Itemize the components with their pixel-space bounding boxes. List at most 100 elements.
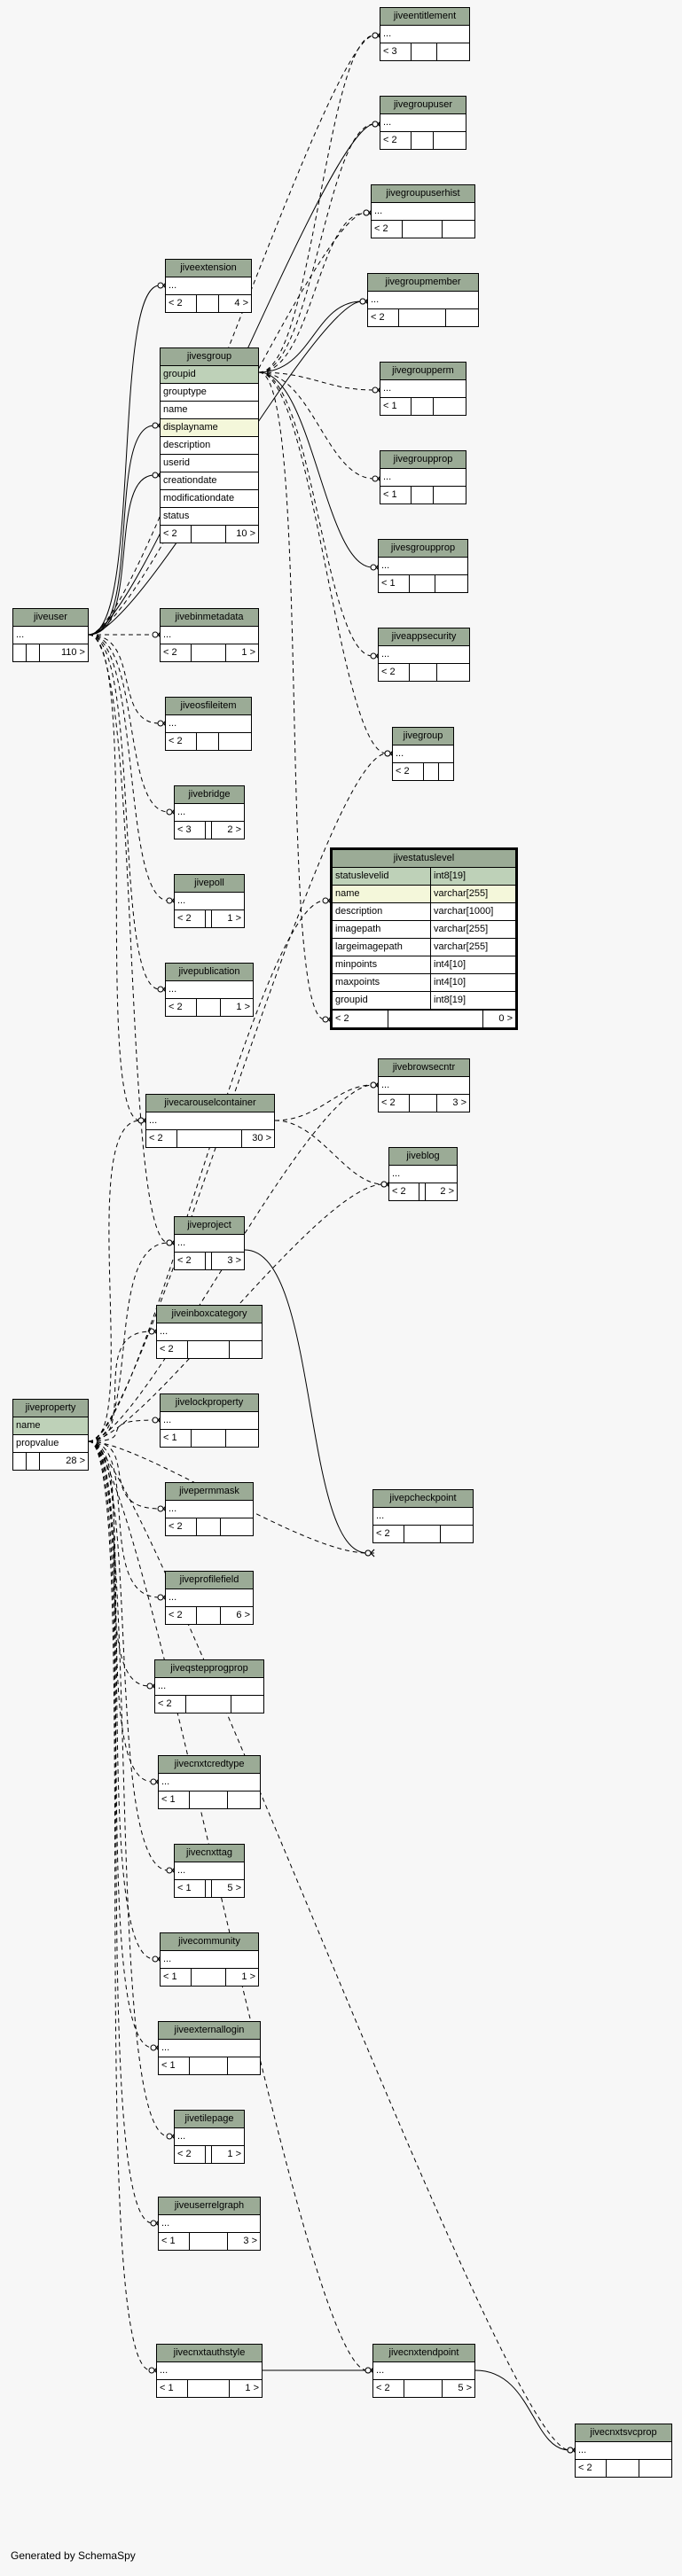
table-name: jiveuserrelgraph bbox=[159, 2197, 260, 2215]
optional-many-marker bbox=[137, 1117, 145, 1124]
table-name: jivegroupperm bbox=[380, 363, 466, 380]
column-name: name bbox=[333, 886, 431, 902]
column-name: ... bbox=[169, 984, 177, 995]
table-jivelockproperty[interactable]: jivelockproperty ... < 1 bbox=[160, 1393, 259, 1448]
child-count bbox=[437, 664, 469, 681]
optional-many-marker bbox=[380, 1181, 388, 1188]
column-name: ... bbox=[149, 1115, 158, 1126]
table-jivesgroup[interactable]: jivesgroup groupid grouptype name displa… bbox=[160, 347, 259, 543]
relationship-line bbox=[88, 634, 161, 724]
relationship-line bbox=[88, 1440, 153, 1783]
column-type: varchar[255] bbox=[434, 888, 489, 899]
table-jivepermmask[interactable]: jivepermmask ... < 2 bbox=[165, 1482, 254, 1536]
relationship-line bbox=[88, 1440, 153, 2224]
child-count bbox=[435, 575, 467, 592]
table-name: jiveextension bbox=[166, 260, 251, 277]
relationship-line bbox=[88, 1440, 152, 2371]
optional-many-marker bbox=[152, 472, 159, 479]
table-jivecnxtcredtype[interactable]: jivecnxtcredtype ... < 1 bbox=[158, 1755, 261, 1809]
optional-many-marker bbox=[150, 2044, 157, 2051]
table-jivegroupperm[interactable]: jivegroupperm ... < 1 bbox=[380, 362, 466, 416]
optional-many-marker bbox=[567, 2447, 574, 2454]
column-name: ... bbox=[396, 748, 404, 759]
table-jiveexternallogin[interactable]: jiveexternallogin ... < 1 bbox=[158, 2021, 261, 2075]
child-count bbox=[443, 221, 474, 238]
relationship-line bbox=[88, 1440, 161, 1598]
relationship-line bbox=[474, 2369, 570, 2451]
column-name: ... bbox=[163, 1954, 172, 1964]
table-jiveentitlement[interactable]: jiveentitlement ... < 3 bbox=[380, 7, 470, 61]
parent-count: < 2 bbox=[389, 1183, 420, 1200]
relationship-line bbox=[244, 1249, 368, 1554]
optional-many-marker bbox=[152, 1955, 159, 1963]
table-name: jivepoll bbox=[175, 875, 244, 893]
relationship-line bbox=[88, 35, 375, 636]
child-count: 30 > bbox=[252, 1133, 271, 1144]
child-count: 4 > bbox=[234, 298, 248, 308]
table-name: jivecnxtsvcprop bbox=[576, 2424, 671, 2442]
column-name: ... bbox=[161, 1776, 170, 1787]
child-count: 3 > bbox=[243, 2236, 257, 2246]
parent-count: < 2 bbox=[161, 526, 192, 543]
column-type: int8[19] bbox=[434, 870, 466, 881]
relationship-line bbox=[88, 1440, 570, 2451]
relationship-line bbox=[88, 900, 325, 1442]
parent-count: < 2 bbox=[379, 664, 410, 681]
table-jivegroupmember[interactable]: jivegroupmember ... < 2 bbox=[367, 273, 479, 327]
table-jivecnxtsvcprop[interactable]: jivecnxtsvcprop ... < 2 bbox=[575, 2424, 672, 2478]
table-jiveproperty[interactable]: jiveproperty name propvalue 28 > bbox=[12, 1399, 89, 1471]
column-creationdate: creationdate bbox=[163, 475, 217, 486]
relationship-line bbox=[258, 371, 373, 568]
parent-count: < 2 bbox=[166, 733, 197, 750]
table-jiveuser[interactable]: jiveuser ... 110 > bbox=[12, 608, 89, 662]
table-jiveqstepprogprop[interactable]: jiveqstepprogprop ... < 2 bbox=[154, 1659, 264, 1713]
parent-count: < 1 bbox=[380, 487, 412, 503]
relationship-line bbox=[258, 371, 388, 754]
child-count: 10 > bbox=[236, 528, 255, 539]
parent-count: < 1 bbox=[380, 398, 412, 415]
relationship-line bbox=[88, 1242, 169, 1442]
table-jivegroup[interactable]: jivegroup ... < 2 bbox=[392, 727, 454, 781]
column-name: ... bbox=[177, 2131, 186, 2142]
parent-count bbox=[13, 644, 27, 661]
parent-count: < 2 bbox=[380, 132, 412, 149]
column-name: ... bbox=[376, 2365, 385, 2376]
parent-count: < 1 bbox=[159, 2057, 190, 2074]
relationship-line bbox=[88, 634, 169, 902]
table-jiveosfileitem[interactable]: jiveosfileitem ... < 2 bbox=[165, 697, 252, 751]
relationship-line bbox=[88, 634, 161, 990]
table-jivepcheckpoint[interactable]: jivepcheckpoint ... < 2 bbox=[372, 1489, 474, 1543]
child-count bbox=[230, 1341, 262, 1358]
child-count: 110 > bbox=[60, 647, 85, 658]
child-count: 1 > bbox=[236, 1002, 250, 1012]
table-jivegroupprop[interactable]: jivegroupprop ... < 1 bbox=[380, 450, 466, 504]
child-count bbox=[226, 1430, 258, 1447]
table-jivegroupuser[interactable]: jivegroupuser ... < 2 bbox=[380, 96, 466, 150]
table-jivegroupuserhist[interactable]: jivegroupuserhist ... < 2 bbox=[371, 184, 475, 238]
table-jivesgroupprop[interactable]: jivesgroupprop ... < 1 bbox=[378, 539, 468, 593]
parent-count: < 2 bbox=[175, 910, 206, 927]
optional-many-marker bbox=[370, 564, 377, 571]
table-jiveinboxcategory[interactable]: jiveinboxcategory ... < 2 bbox=[156, 1305, 263, 1359]
parent-count: < 2 bbox=[175, 2146, 206, 2163]
parent-count: < 2 bbox=[175, 1253, 206, 1269]
parent-count: < 1 bbox=[161, 1969, 192, 1986]
table-jiveappsecurity[interactable]: jiveappsecurity ... < 2 bbox=[378, 628, 470, 682]
